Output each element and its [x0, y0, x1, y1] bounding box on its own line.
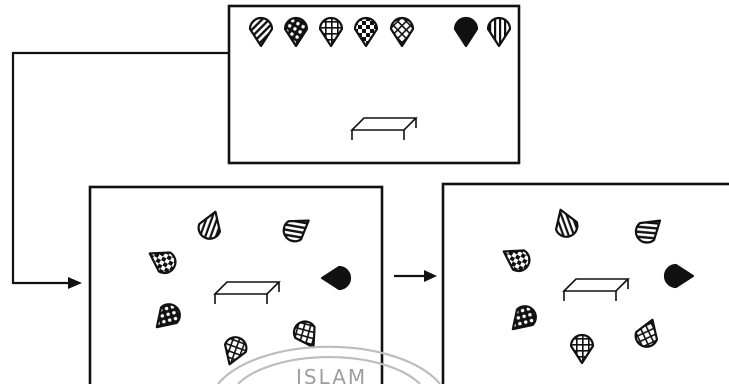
connector-arrowhead-study-to-a: [68, 277, 82, 289]
connector-arrowhead-a-to-b: [424, 270, 437, 282]
seal-text: ISLAM: [296, 365, 367, 384]
